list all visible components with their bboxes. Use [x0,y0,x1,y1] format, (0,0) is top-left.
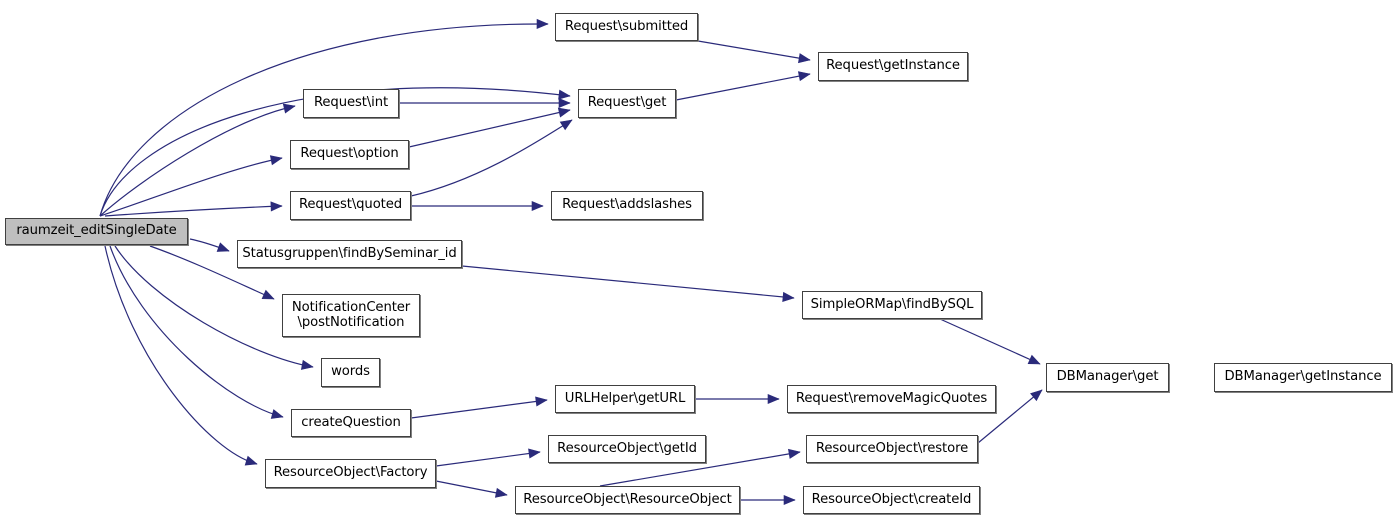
graph-node-label: ResourceObject\createId [811,491,972,507]
graph-node-quoted[interactable]: Request\quoted [290,191,411,220]
graph-node-notification[interactable]: NotificationCenter \postNotification [282,294,420,337]
graph-node-label: Request\get [587,95,667,111]
graph-node-dbget[interactable]: DBManager\get [1046,363,1169,392]
graph-edge-submitted-to-getInstance [697,40,811,64]
edges-layer [99,18,1043,506]
graph-node-label: ResourceObject\ResourceObject [523,491,732,507]
graph-node-getInstance[interactable]: Request\getInstance [818,52,968,81]
graph-edge-restore-to-dbget [977,389,1043,444]
graph-edge-int-to-get [399,97,571,109]
graph-node-label: words [331,364,370,380]
graph-edge-root-to-submitted [99,18,549,217]
graph-node-label: createQuestion [301,414,401,430]
graph-edge-option-to-get [408,107,571,148]
graph-edge-resourceobject-to-restore [599,448,801,487]
graph-node-label: NotificationCenter \postNotification [291,300,411,330]
graph-edge-root-to-get [99,87,571,217]
graph-edge-root-to-statusgruppen [189,238,230,252]
graph-edge-geturl-to-removemagic [695,393,780,405]
graph-node-label: ResourceObject\restore [815,440,969,456]
graph-node-label: DBManager\getInstance [1224,369,1382,385]
graph-node-geturl[interactable]: URLHelper\getURL [555,385,695,413]
graph-node-label: URLHelper\getURL [564,390,686,406]
graph-node-words[interactable]: words [321,358,380,387]
graph-node-int[interactable]: Request\int [303,89,399,118]
graph-edge-root-to-option [99,155,283,217]
graph-node-label: Request\removeMagicQuotes [795,390,988,406]
graph-node-root[interactable]: raumzeit_editSingleDate [5,218,188,245]
graph-node-get[interactable]: Request\get [578,89,676,118]
graph-node-label: DBManager\get [1056,369,1159,385]
graph-node-submitted[interactable]: Request\submitted [555,13,698,41]
graph-edge-get-to-getInstance [675,71,811,101]
graph-node-label: Request\quoted [298,197,403,213]
graph-node-factory[interactable]: ResourceObject\Factory [265,459,436,488]
graph-edge-createquestion-to-geturl [410,396,548,419]
graph-edge-factory-to-resourceobject [435,480,508,498]
graph-node-dbgetinstance[interactable]: DBManager\getInstance [1214,363,1392,392]
graph-node-label: Request\getInstance [826,58,960,74]
graph-edge-root-to-words [114,245,314,370]
graph-edge-quoted-to-get [410,119,573,197]
graph-node-statusgruppen[interactable]: Statusgruppen\findBySeminar_id [237,240,462,268]
graph-node-label: Request\submitted [564,18,689,34]
graph-node-findbysql[interactable]: SimpleORMap\findBySQL [802,291,982,319]
graph-edge-root-to-int [99,103,296,217]
graph-edge-resourceobject-to-createid [740,494,796,506]
graph-node-option[interactable]: Request\option [290,140,409,169]
graph-node-label: Request\int [313,95,389,111]
graph-node-label: raumzeit_editSingleDate [16,223,177,239]
graph-edge-findbysql-to-dbget [939,318,1041,365]
graph-node-createquestion[interactable]: createQuestion [291,409,411,437]
graph-edge-root-to-factory [104,245,258,466]
graph-node-label: ResourceObject\getId [557,440,697,456]
graph-node-label: ResourceObject\Factory [273,465,428,481]
graph-node-restore[interactable]: ResourceObject\restore [806,435,978,463]
graph-edge-root-to-quoted [104,201,283,217]
graph-node-label: Statusgruppen\findBySeminar_id [242,245,457,261]
graph-node-label: Request\option [300,146,399,162]
graph-edge-root-to-notification [149,245,275,300]
graph-edge-quoted-to-addslashes [411,200,544,212]
graph-node-label: Request\addslashes [562,197,692,213]
graph-edge-factory-to-getid [435,448,541,467]
graph-edge-statusgruppen-to-findbysql [461,265,795,302]
graph-node-removemagic[interactable]: Request\removeMagicQuotes [787,385,996,413]
graph-node-getid[interactable]: ResourceObject\getId [548,435,706,463]
graph-node-label: SimpleORMap\findBySQL [810,296,974,312]
graph-node-resourceobject[interactable]: ResourceObject\ResourceObject [515,486,740,514]
graph-node-createid[interactable]: ResourceObject\createId [803,486,980,514]
graph-edge-root-to-createquestion [109,245,284,419]
graph-node-addslashes[interactable]: Request\addslashes [551,191,703,220]
